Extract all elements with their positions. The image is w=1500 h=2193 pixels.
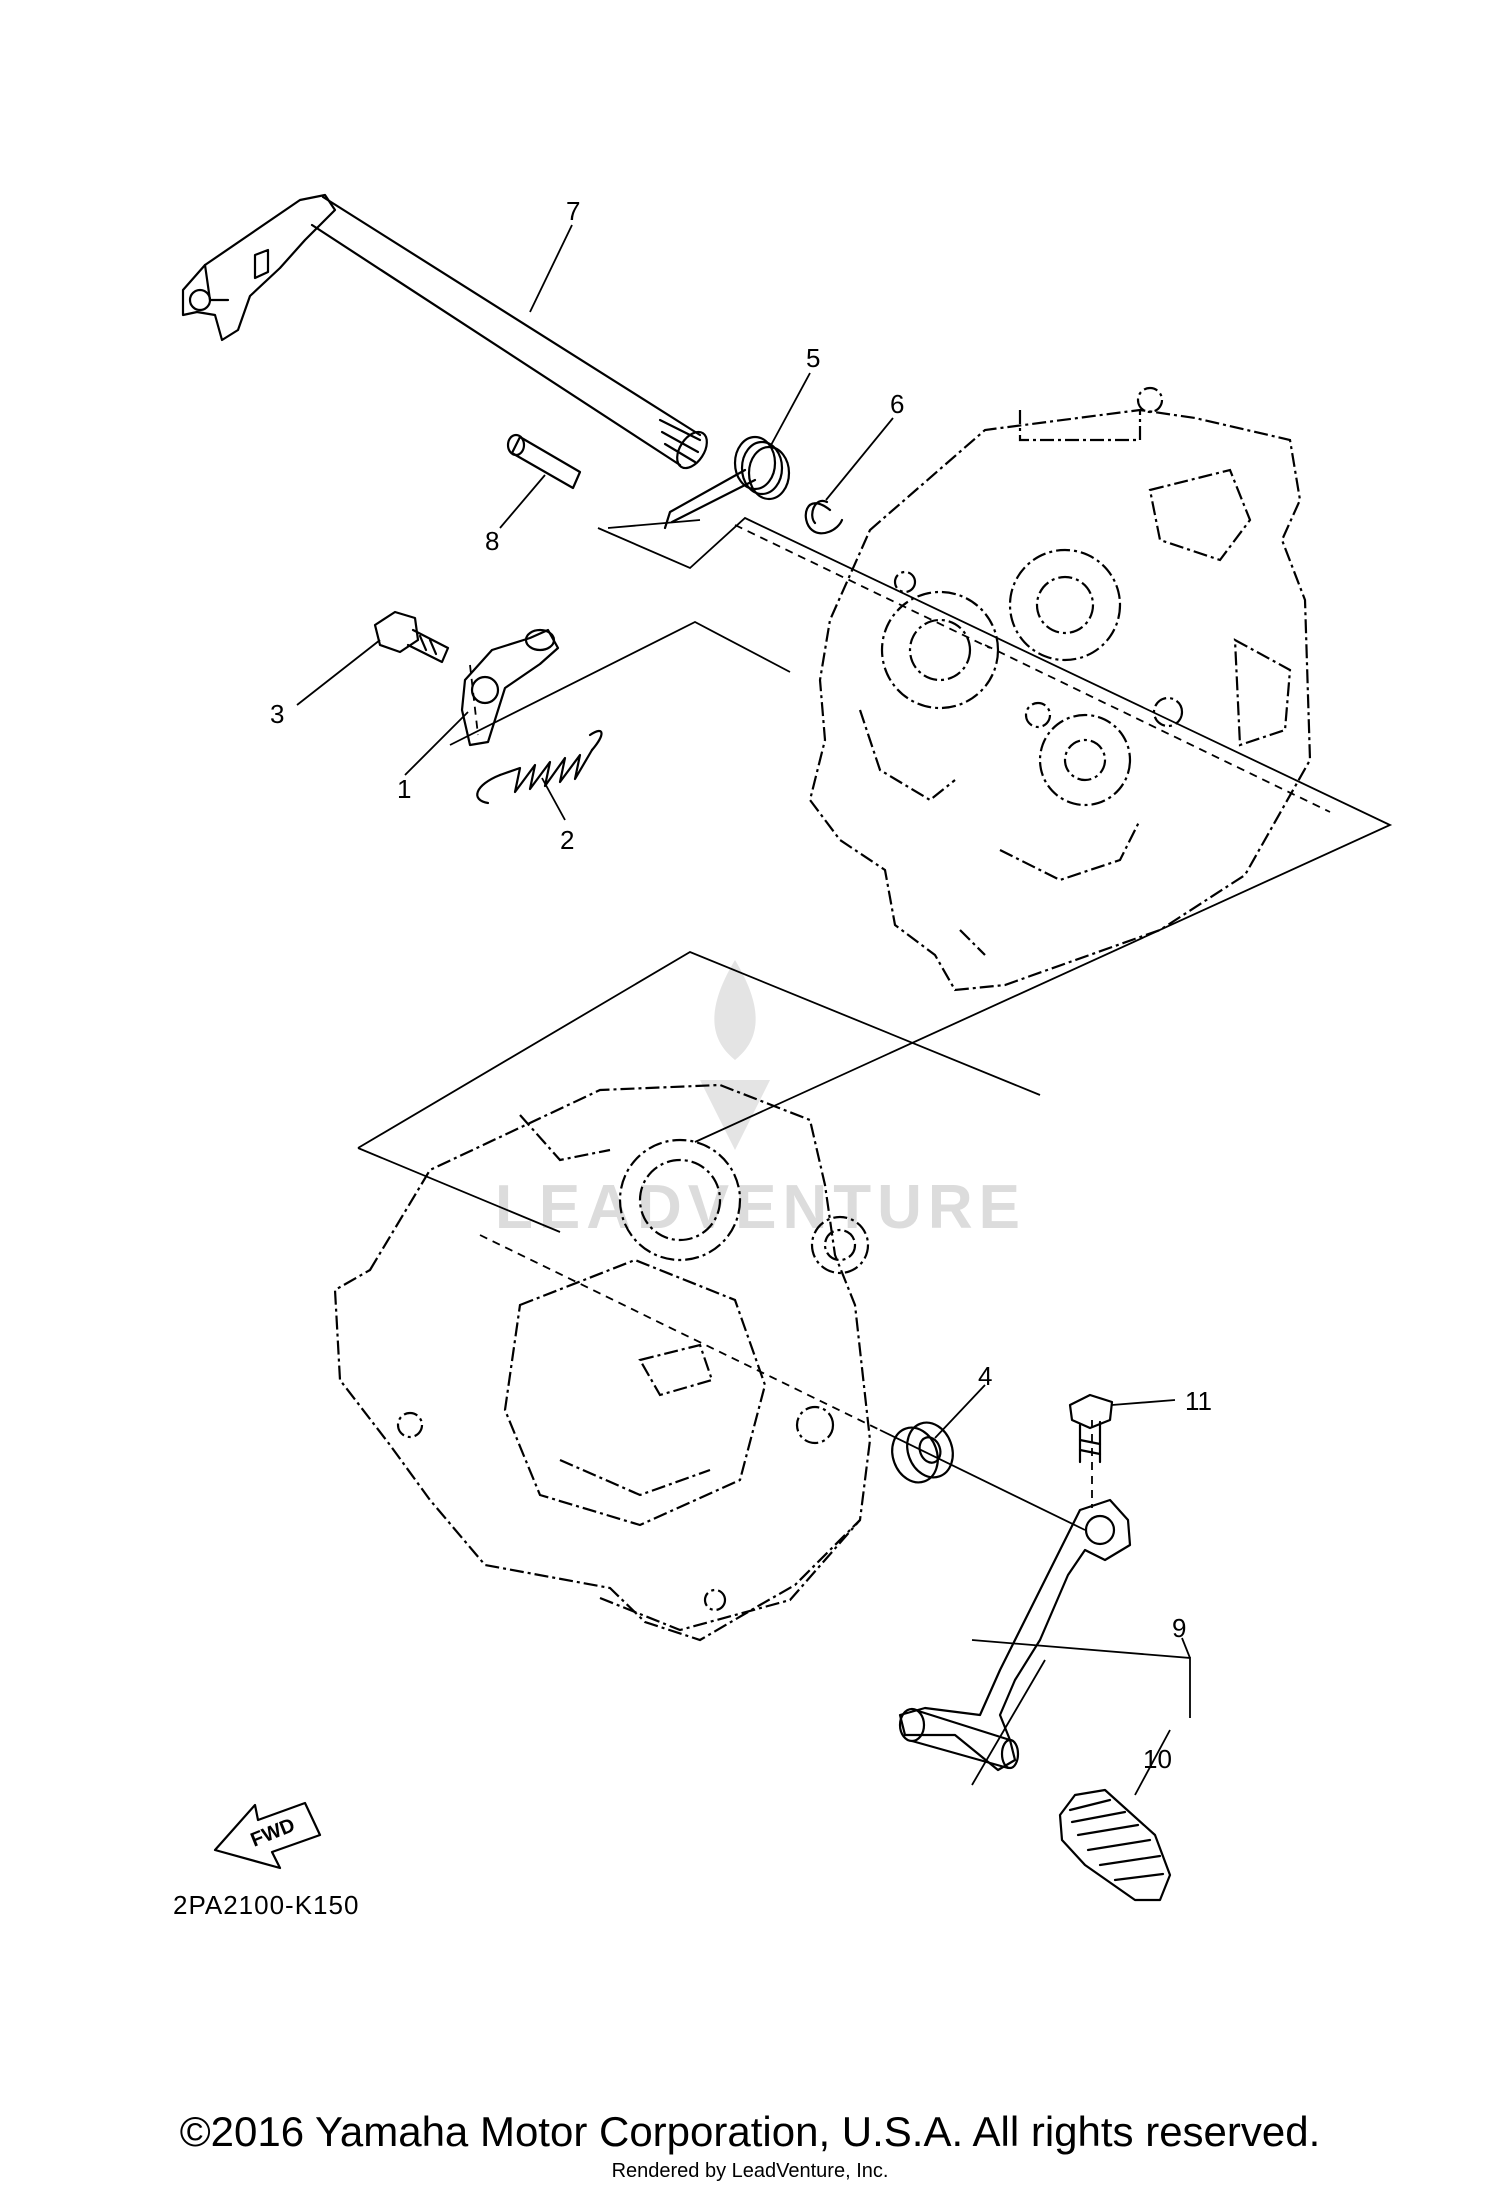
callout-4: 4 (978, 1361, 992, 1391)
fwd-arrow-icon: FWD (213, 1801, 322, 1870)
dowel-pin (506, 433, 582, 490)
leader-lines (296, 224, 1191, 1796)
callout-8: 8 (485, 526, 499, 556)
pedal-bolt (1068, 1393, 1114, 1464)
assembly-outline-upper (449, 516, 1393, 1143)
callout-1: 1 (397, 774, 411, 804)
callout-3: 3 (270, 699, 284, 729)
oil-seal (891, 1421, 954, 1484)
shift-shaft (181, 193, 708, 470)
shift-pedal (898, 1498, 1132, 1772)
callout-10: 10 (1143, 1744, 1172, 1774)
callout-5: 5 (806, 343, 820, 373)
center-lines (469, 524, 1331, 1531)
callout-7: 7 (566, 196, 580, 226)
callout-6: 6 (890, 389, 904, 419)
callout-labels: 1 2 3 4 5 6 7 8 9 10 11 (270, 196, 1212, 1774)
watermark-text: LEADVENTURE (495, 1173, 1026, 1242)
torsion-spring (663, 435, 791, 530)
callout-11: 11 (1185, 1386, 1212, 1416)
watermark: LEADVENTURE (495, 960, 1026, 1242)
crankcase-left (333, 1083, 872, 1642)
callout-9: 9 (1172, 1613, 1186, 1643)
callout-2: 2 (560, 825, 574, 855)
return-spring (476, 729, 603, 805)
diagram-code: 2PA2100-K150 (173, 1890, 360, 1920)
assembly-outline-lower (357, 950, 1191, 1786)
rendered-by-notice: Rendered by LeadVenture, Inc. (611, 2160, 889, 2182)
pedal-rubber (1058, 1788, 1172, 1902)
stopper-bolt (373, 610, 450, 664)
stopper-lever (460, 628, 560, 747)
circlip (804, 499, 844, 535)
copyright-notice: ©2016 Yamaha Motor Corporation, U.S.A. A… (179, 2108, 1321, 2155)
crankcase-right (808, 386, 1312, 992)
